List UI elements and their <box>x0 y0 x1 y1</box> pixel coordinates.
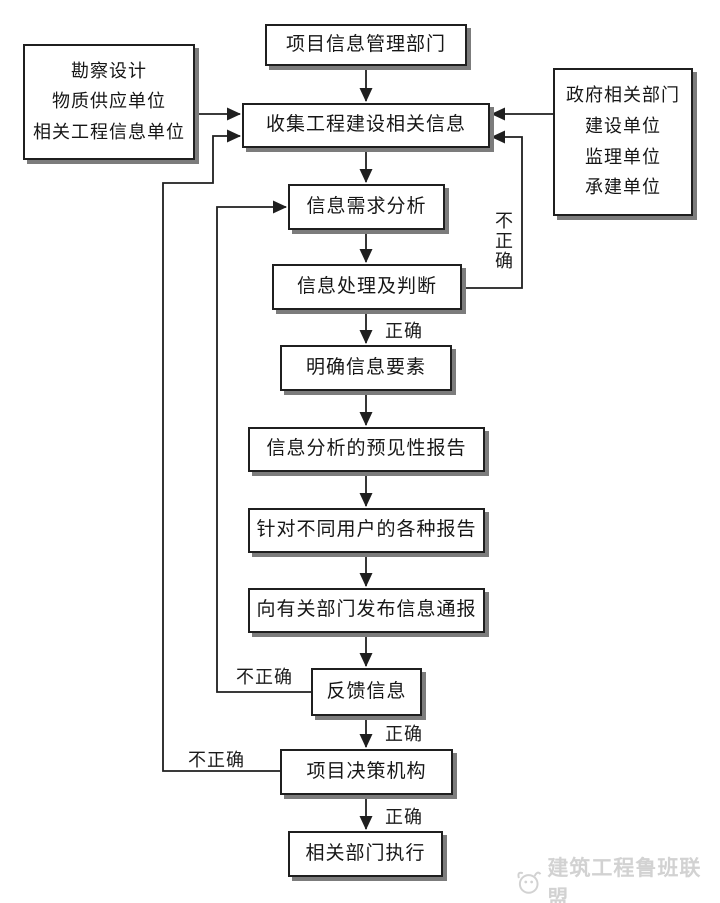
node-clarify-elements: 明确信息要素 <box>280 345 452 391</box>
node-label: 针对不同用户的各种报告 <box>256 519 477 541</box>
label-process-correct: 正确 <box>385 321 423 341</box>
node-line: 承建单位 <box>585 177 661 198</box>
node-line: 勘察设计 <box>71 60 147 81</box>
label-feedback-correct: 正确 <box>385 724 423 744</box>
node-predictive-report: 信息分析的预见性报告 <box>248 427 485 472</box>
node-line: 监理单位 <box>585 146 661 167</box>
node-label: 向有关部门发布信息通报 <box>256 599 477 621</box>
node-line: 政府相关部门 <box>566 85 680 106</box>
node-label: 相关部门执行 <box>305 842 426 864</box>
node-label: 明确信息要素 <box>305 356 426 378</box>
node-line: 相关工程信息单位 <box>33 121 185 142</box>
label-decision-incorrect: 不正确 <box>188 750 245 770</box>
node-decision-body: 项目决策机构 <box>280 749 453 795</box>
node-notify-release: 向有关部门发布信息通报 <box>248 588 485 633</box>
node-user-reports: 针对不同用户的各种报告 <box>248 508 485 553</box>
node-label: 收集工程建设相关信息 <box>265 114 466 136</box>
node-label: 项目信息管理部门 <box>285 33 446 55</box>
edge-process-incorrect-to-collect <box>462 130 523 289</box>
node-collect-info: 收集工程建设相关信息 <box>242 103 490 148</box>
label-feedback-incorrect: 不正确 <box>236 667 293 687</box>
watermark: 建筑工程鲁班联盟 <box>514 852 720 903</box>
label-decision-correct: 正确 <box>385 807 423 827</box>
node-line: 建设单位 <box>585 115 661 136</box>
node-process-judge: 信息处理及判断 <box>272 264 462 310</box>
label-process-incorrect: 不正确 <box>493 211 513 271</box>
node-label: 反馈信息 <box>326 680 407 702</box>
node-feedback: 反馈信息 <box>311 668 422 716</box>
edge-feedback-incorrect-to-analysis <box>216 200 311 693</box>
node-label: 项目决策机构 <box>306 760 427 782</box>
node-execute: 相关部门执行 <box>288 831 443 877</box>
edge-decision-incorrect-to-collect <box>162 129 280 772</box>
node-label: 信息需求分析 <box>306 195 427 217</box>
node-demand-analysis: 信息需求分析 <box>288 184 445 230</box>
node-left-sources: 勘察设计 物质供应单位 相关工程信息单位 <box>23 44 195 160</box>
watermark-text: 建筑工程鲁班联盟 <box>547 856 702 903</box>
node-project-info-dept: 项目信息管理部门 <box>265 24 467 66</box>
node-label: 信息分析的预见性报告 <box>266 438 467 460</box>
luban-logo-icon <box>517 871 542 894</box>
node-line: 物质供应单位 <box>52 91 166 112</box>
node-right-sources: 政府相关部门 建设单位 监理单位 承建单位 <box>553 68 693 216</box>
node-label: 信息处理及判断 <box>296 275 437 297</box>
